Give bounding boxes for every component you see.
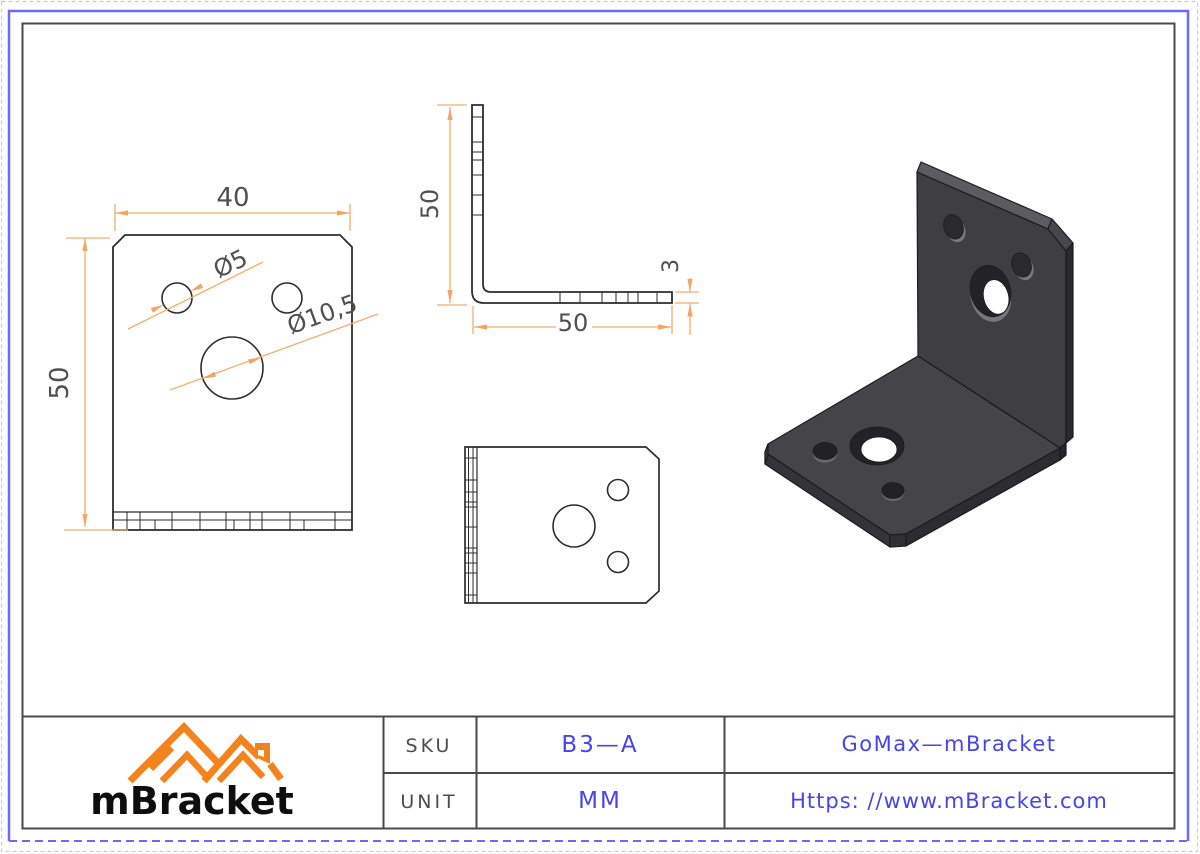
side-profile-outline	[471, 104, 673, 304]
iso-bottom-hole-large-through	[860, 436, 898, 463]
iso-bottom-hole-small-front	[881, 482, 905, 499]
mbracket-logo: mBracket	[90, 721, 294, 823]
title-block-grid	[22, 715, 1175, 829]
website-text: Https: //www.mBracket.com	[790, 789, 1108, 813]
brand-text: GoMax—mBracket	[841, 732, 1056, 756]
side-dim-thickness-label: 3	[659, 259, 684, 273]
front-dim-width: 40	[114, 183, 351, 231]
side-dim-width-label: 50	[558, 309, 589, 337]
bottom-hole-small-bottom	[606, 550, 630, 574]
sku-value: B3—A	[561, 732, 638, 758]
bottom-view-outline	[464, 446, 660, 604]
front-hole-small-right	[271, 282, 303, 314]
side-dim-height: 50	[416, 104, 467, 306]
iso-bottom-skirt-cut	[889, 533, 907, 548]
unit-value: MM	[578, 788, 622, 814]
bottom-hole-small-top	[606, 478, 630, 502]
front-hole-small-left	[161, 282, 193, 314]
front-dim-height: 50	[45, 237, 128, 531]
title-block: mBracket SKU UNIT B3—A MM GoMax—mBracket…	[22, 715, 1175, 829]
iso-vertical-holes	[943, 214, 1034, 322]
bottom-view	[464, 446, 660, 604]
bottom-hole-large	[552, 504, 596, 548]
bottom-bend-ticks	[465, 457, 477, 596]
iso-right-edge-face	[1065, 242, 1074, 444]
side-bend-ticks	[472, 116, 658, 303]
mbracket-logo-text: mBracket	[90, 779, 294, 823]
front-hole-large	[200, 336, 264, 400]
mbracket-logo-mountains	[127, 721, 284, 784]
front-plate-outline	[112, 234, 353, 531]
front-bend-ticks	[126, 512, 336, 530]
front-dim-height-label: 50	[45, 366, 75, 399]
side-dim-thickness: 3	[659, 259, 699, 335]
iso-hole-large-through	[982, 279, 1010, 315]
unit-label: UNIT	[400, 791, 457, 813]
iso-bottom-holes	[812, 426, 905, 501]
front-dim-width-label: 40	[216, 183, 249, 213]
side-dim-width: 50	[472, 305, 673, 337]
inner-frame	[21, 22, 1176, 830]
blue-border	[7, 9, 1190, 841]
sku-label: SKU	[406, 735, 453, 757]
iso-view	[764, 161, 1074, 548]
iso-left-corner-cut	[764, 443, 769, 465]
side-view: 50 50 3	[416, 104, 699, 337]
iso-hole-small-1	[943, 214, 964, 240]
iso-right-corner-cut	[1059, 442, 1067, 461]
side-dim-height-label: 50	[416, 189, 444, 220]
front-view: 40 50 Ø5 Ø10,5	[45, 183, 379, 531]
iso-bottom-hole-small-left	[812, 442, 838, 460]
iso-hole-small-2	[1011, 252, 1032, 278]
